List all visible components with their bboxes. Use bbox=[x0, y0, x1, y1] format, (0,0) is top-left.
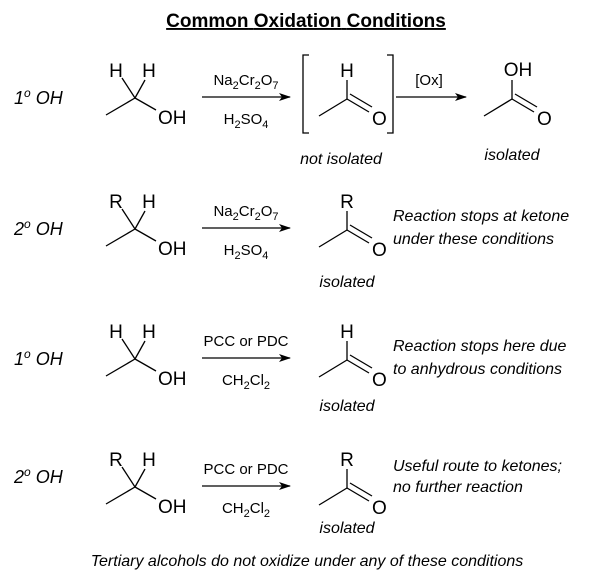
substrate-secondary-alcohol: R H OH bbox=[105, 450, 187, 518]
intermediate-aldehyde: H O not isolated bbox=[300, 54, 394, 168]
reagent-top: PCC or PDC bbox=[203, 333, 288, 350]
substrate-primary-alcohol: H H OH bbox=[105, 61, 187, 129]
svg-text:H: H bbox=[340, 322, 354, 343]
svg-text:H: H bbox=[109, 322, 123, 343]
svg-text:R: R bbox=[340, 192, 354, 213]
product-aldehyde: H O isolated bbox=[318, 322, 387, 415]
svg-text:O: O bbox=[537, 109, 552, 130]
svg-text:O: O bbox=[372, 370, 387, 391]
oxidation-arrow: [Ox] bbox=[396, 72, 467, 101]
reagent-bottom: CH2Cl2 bbox=[222, 372, 270, 392]
row-label: 2o OH bbox=[13, 217, 64, 239]
svg-text:OH: OH bbox=[158, 239, 187, 260]
reagent-top: Na2Cr2O7 bbox=[213, 203, 278, 223]
svg-text:R: R bbox=[109, 192, 123, 213]
svg-text:Reaction stops at ketone: Reaction stops at ketone bbox=[393, 208, 569, 225]
row-note: Reaction stops here due to anhydrous con… bbox=[393, 338, 567, 378]
reaction-arrow: PCC or PDC CH2Cl2 bbox=[202, 461, 291, 520]
svg-text:R: R bbox=[109, 450, 123, 471]
caption: isolated bbox=[319, 520, 375, 537]
substrate-secondary-alcohol: R H OH bbox=[105, 192, 187, 260]
reaction-arrow: Na2Cr2O7 H2SO4 bbox=[202, 203, 291, 262]
svg-text:OH: OH bbox=[158, 497, 187, 518]
svg-text:H: H bbox=[142, 450, 156, 471]
svg-text:H: H bbox=[142, 192, 156, 213]
reaction-arrow: Na2Cr2O7 H2SO4 bbox=[202, 72, 291, 131]
svg-text:OH: OH bbox=[158, 369, 187, 390]
svg-text:to anhydrous conditions: to anhydrous conditions bbox=[393, 361, 562, 378]
svg-text:H: H bbox=[142, 61, 156, 82]
reaction-arrow: PCC or PDC CH2Cl2 bbox=[202, 333, 291, 392]
substrate-primary-alcohol: H H OH bbox=[105, 322, 187, 390]
product-carboxylic-acid: OH O isolated bbox=[483, 60, 552, 164]
svg-text:O: O bbox=[372, 498, 387, 519]
reaction-row-1: 1o OH H H OH Na2Cr2O7 H2SO4 H O not isol… bbox=[14, 54, 552, 168]
row-label: 1o OH bbox=[14, 347, 64, 369]
row-note: Useful route to ketones; no further reac… bbox=[393, 458, 562, 496]
svg-text:OH: OH bbox=[158, 108, 187, 129]
footer-note: Tertiary alcohols do not oxidize under a… bbox=[91, 553, 524, 570]
reagent-top: Na2Cr2O7 bbox=[213, 72, 278, 92]
product-ketone: R O isolated bbox=[318, 192, 387, 291]
reagent-bottom: CH2Cl2 bbox=[222, 500, 270, 520]
svg-text:H: H bbox=[109, 61, 123, 82]
svg-text:O: O bbox=[372, 240, 387, 261]
svg-text:under these conditions: under these conditions bbox=[393, 231, 554, 248]
caption: isolated bbox=[484, 147, 540, 164]
row-note: Reaction stops at ketone under these con… bbox=[393, 208, 569, 248]
reaction-row-2: 2o OH R H OH Na2Cr2O7 H2SO4 R O isolated… bbox=[13, 192, 569, 291]
caption: isolated bbox=[319, 398, 375, 415]
reaction-row-4: 2o OH R H OH PCC or PDC CH2Cl2 R O isola… bbox=[13, 450, 562, 537]
svg-text:[Ox]: [Ox] bbox=[415, 72, 443, 89]
svg-text:Reaction stops here due: Reaction stops here due bbox=[393, 338, 567, 355]
svg-text:H: H bbox=[340, 61, 354, 82]
reagent-top: PCC or PDC bbox=[203, 461, 288, 478]
caption: isolated bbox=[319, 274, 375, 291]
caption: not isolated bbox=[300, 151, 383, 168]
svg-text:no further reaction: no further reaction bbox=[393, 479, 523, 496]
reagent-bottom: H2SO4 bbox=[224, 242, 269, 262]
svg-text:O: O bbox=[372, 109, 387, 130]
row-label: 2o OH bbox=[13, 465, 64, 487]
svg-text:Useful route to ketones;: Useful route to ketones; bbox=[393, 458, 562, 475]
reaction-row-3: 1o OH H H OH PCC or PDC CH2Cl2 H O isola… bbox=[14, 322, 567, 415]
svg-text:OH: OH bbox=[504, 60, 533, 81]
row-label: 1o OH bbox=[14, 86, 64, 108]
reagent-bottom: H2SO4 bbox=[224, 111, 269, 131]
svg-text:R: R bbox=[340, 450, 354, 471]
product-ketone: R O isolated bbox=[318, 450, 387, 537]
svg-text:H: H bbox=[142, 322, 156, 343]
page-title: Common Oxidation Conditions bbox=[166, 11, 446, 32]
